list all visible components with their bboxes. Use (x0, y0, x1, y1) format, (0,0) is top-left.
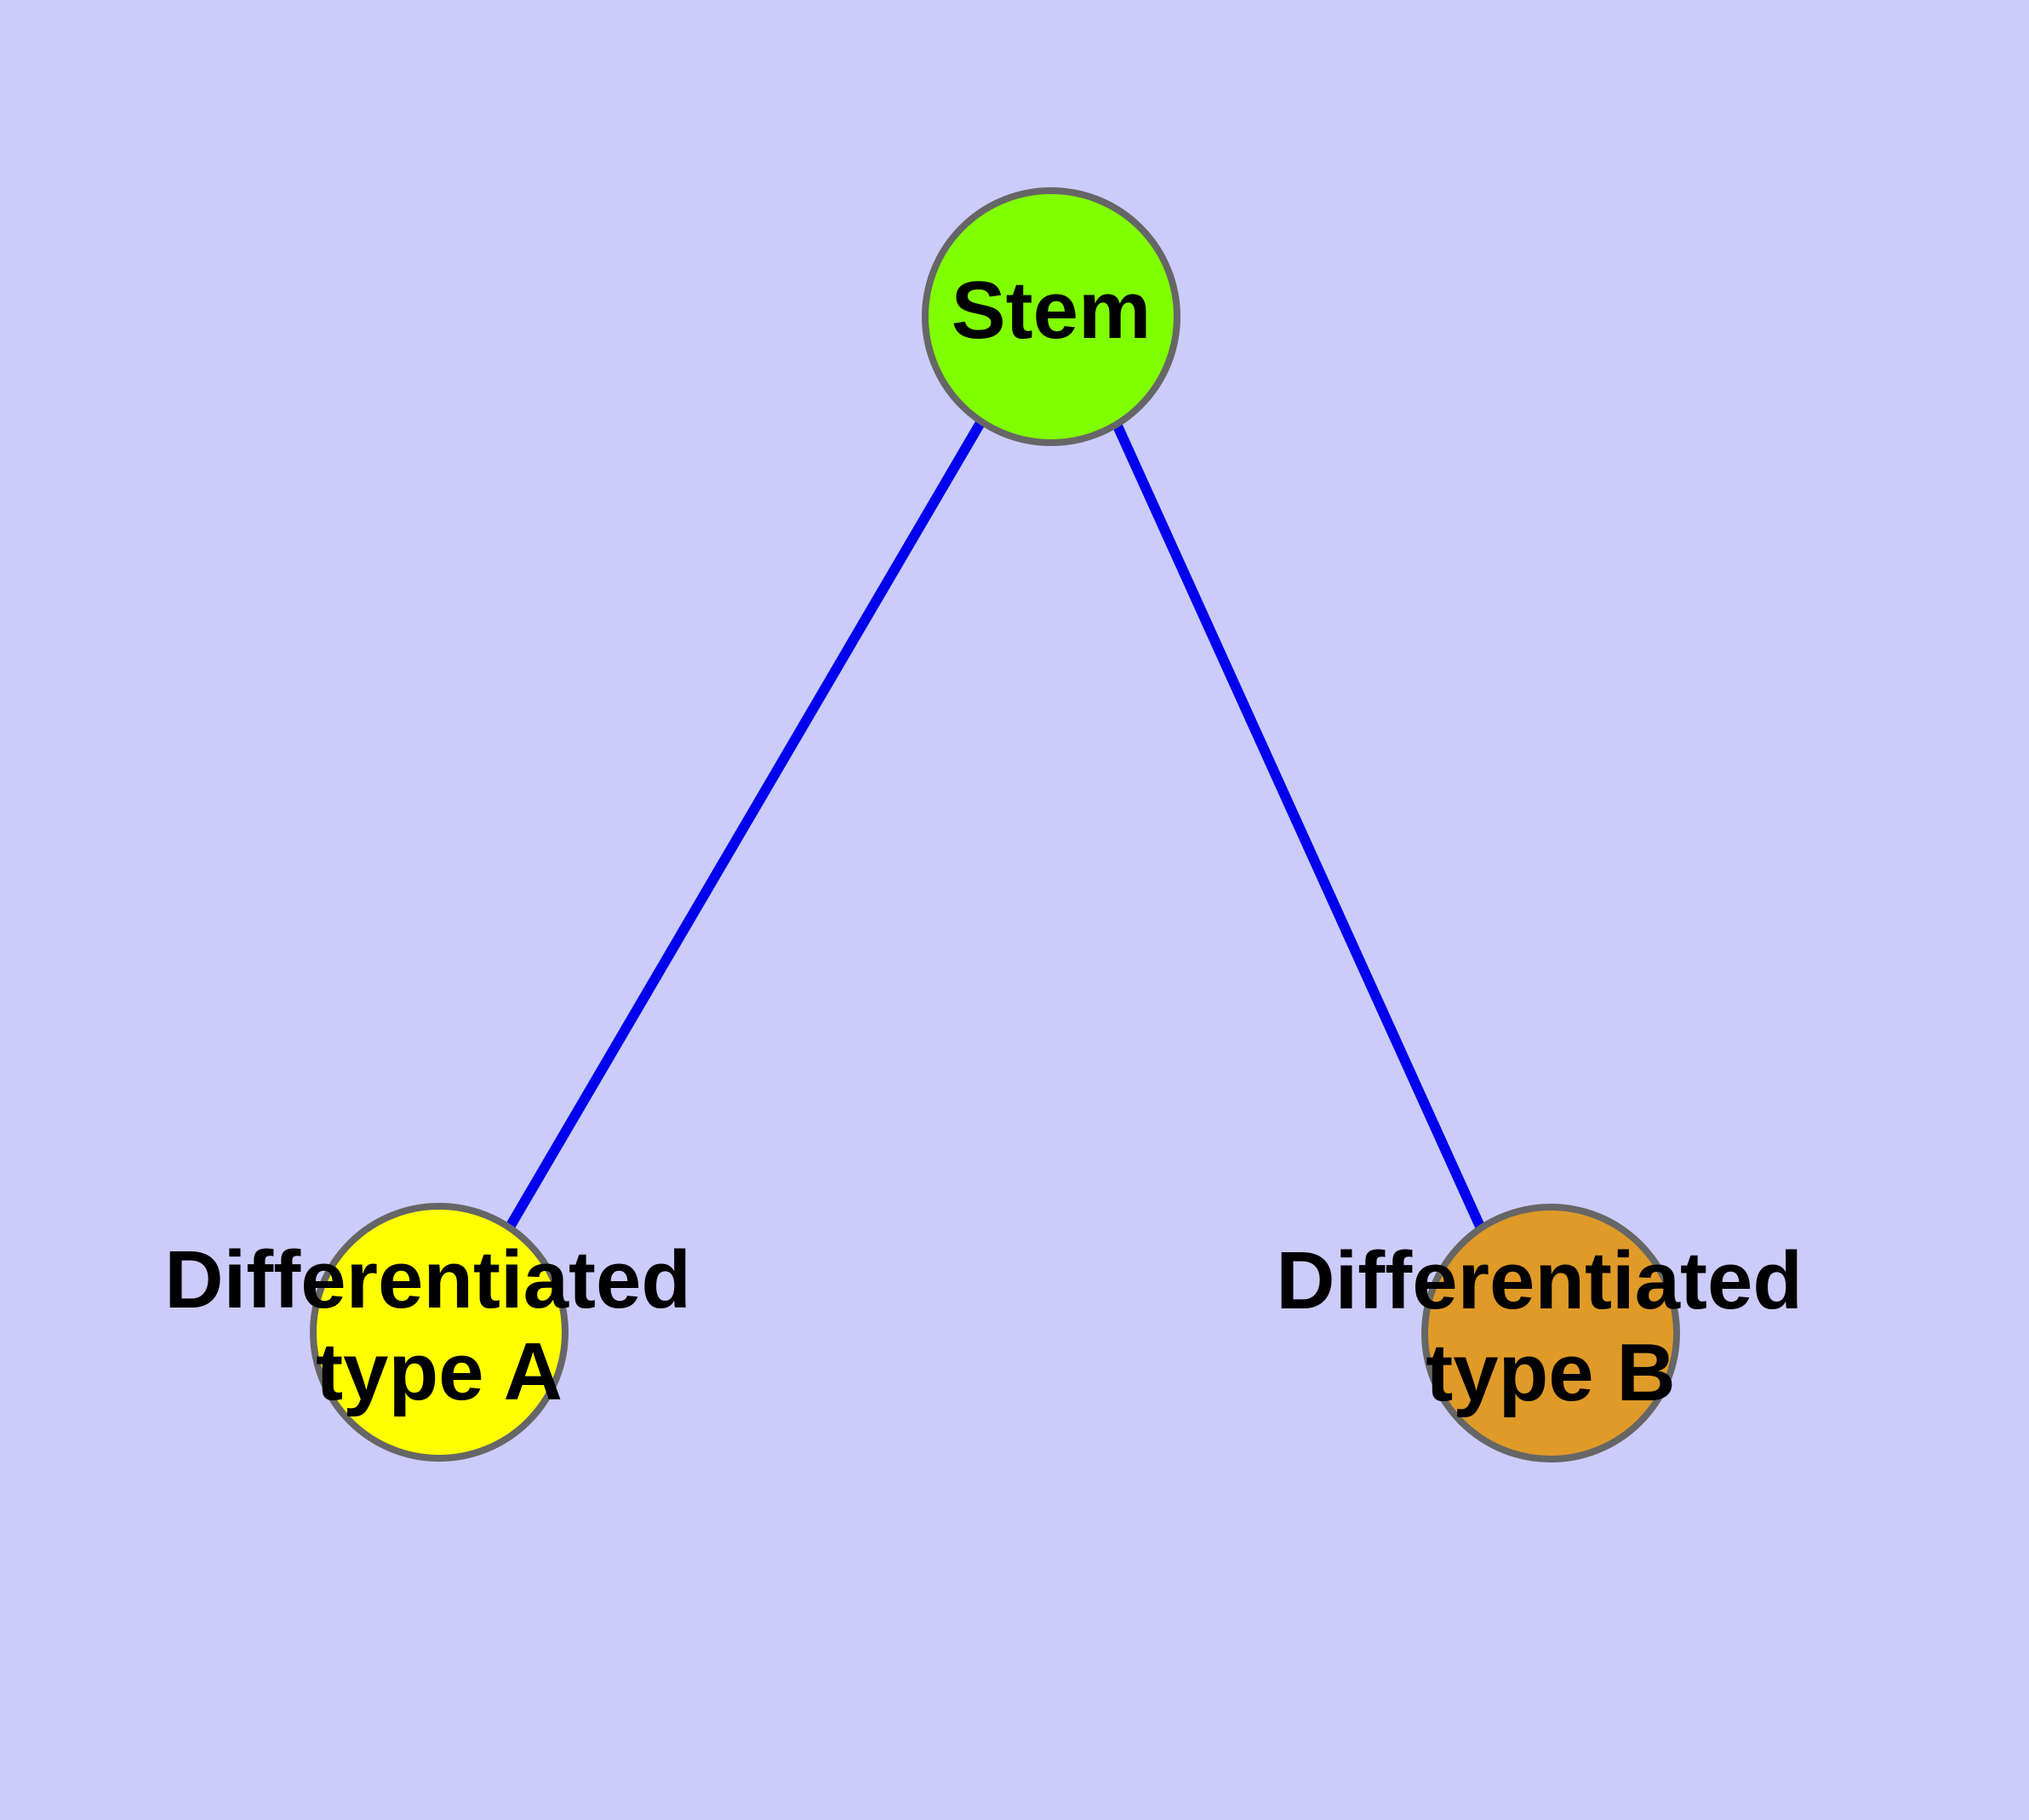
node-differentiated-type-a[interactable]: Differentiated type A (164, 1203, 713, 1462)
node-differentiated-type-b[interactable]: Differentiated type B (1276, 1204, 1825, 1462)
edge-stem-to-differentiated-type-a[interactable] (504, 418, 986, 1232)
edge-stem-to-differentiated-type-b[interactable] (1112, 421, 1486, 1231)
node-differentiated-type-a-circle[interactable] (310, 1203, 569, 1462)
nodes-group: Stem Differentiated type A Differentiate… (164, 187, 1825, 1462)
edges-group (504, 418, 1486, 1232)
node-differentiated-type-b-circle[interactable] (1421, 1204, 1680, 1462)
node-differentiated-type-b-label: Differentiated type B (1276, 1235, 1825, 1418)
node-differentiated-type-a-label: Differentiated type A (164, 1234, 713, 1417)
node-stem-label: Stem (952, 265, 1152, 356)
node-stem-circle[interactable] (922, 187, 1180, 446)
node-stem[interactable]: Stem (922, 187, 1180, 446)
